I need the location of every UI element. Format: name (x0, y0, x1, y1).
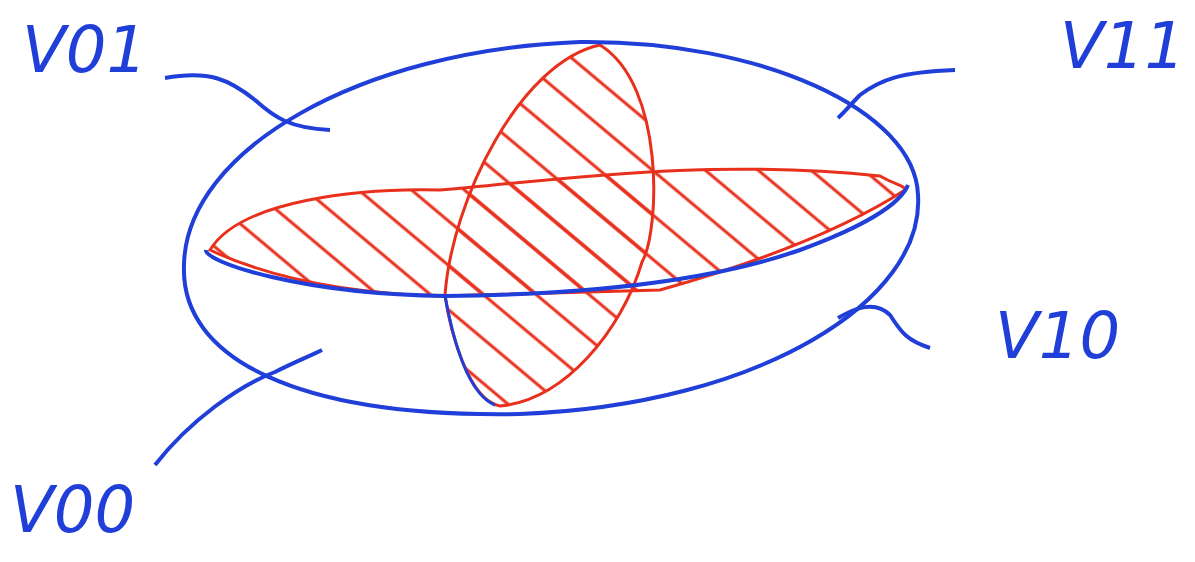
leader-line (155, 350, 322, 465)
region-label: V10 (995, 304, 1120, 368)
region-label: V11 (1060, 14, 1185, 78)
plane-edge (445, 296, 495, 405)
leader-line (838, 307, 930, 348)
outer-ellipse (184, 42, 918, 414)
vertical-plane (445, 45, 654, 406)
leader-line (165, 75, 330, 130)
region-label: V01 (22, 18, 147, 82)
leader-line (838, 70, 955, 118)
middle-line (206, 185, 908, 296)
region-label: V00 (10, 478, 135, 542)
